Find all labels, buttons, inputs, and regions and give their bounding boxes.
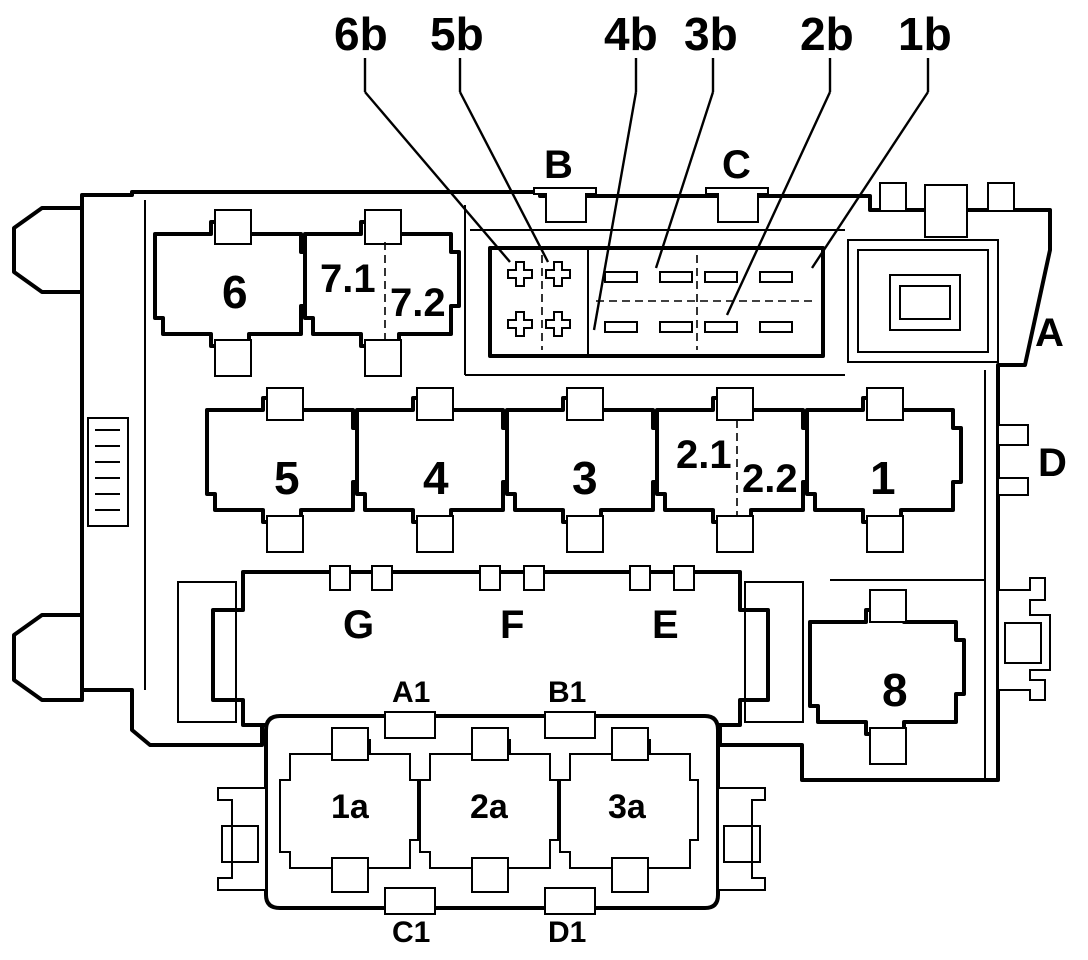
callout-leader-lines bbox=[363, 58, 930, 331]
callout-c1: C1 bbox=[392, 916, 430, 949]
callout-c: C bbox=[722, 143, 751, 187]
relay-label-6: 6 bbox=[222, 266, 248, 318]
relay-1 bbox=[805, 387, 963, 553]
relay-label-3a: 3a bbox=[608, 788, 647, 826]
callout-b1: B1 bbox=[548, 676, 586, 709]
callout-1b: 1b bbox=[898, 8, 952, 60]
top-clip-b bbox=[533, 187, 597, 223]
relay-1a bbox=[279, 727, 419, 893]
callout-f: F bbox=[500, 603, 524, 647]
lower-connector-block bbox=[211, 570, 770, 727]
callout-d: D bbox=[1038, 441, 1067, 485]
relay-label-8: 8 bbox=[882, 664, 908, 716]
relay-label-2-2: 2.2 bbox=[742, 457, 798, 501]
callout-a1: A1 bbox=[392, 676, 430, 709]
relay-6 bbox=[153, 209, 311, 377]
bottom-relay-carrier bbox=[264, 714, 720, 910]
relay-label-5: 5 bbox=[274, 452, 300, 504]
relay-2a bbox=[419, 727, 559, 893]
relay-label-4: 4 bbox=[423, 452, 449, 504]
callout-3b: 3b bbox=[684, 8, 738, 60]
relay-label-3: 3 bbox=[572, 452, 598, 504]
right-connector-lower bbox=[997, 577, 1051, 701]
relay-3a bbox=[559, 727, 699, 893]
relay-label-7-2: 7.2 bbox=[390, 281, 446, 325]
relay-label-1a: 1a bbox=[331, 788, 370, 826]
top-clip-c bbox=[705, 187, 769, 223]
top-right-latch bbox=[924, 184, 968, 238]
callout-a: A bbox=[1035, 311, 1064, 355]
right-clip-d bbox=[997, 424, 1029, 496]
callout-4b: 4b bbox=[604, 8, 658, 60]
relay-5 bbox=[205, 387, 363, 553]
blade-fuse-group bbox=[604, 271, 793, 333]
callout-e: E bbox=[652, 603, 679, 647]
right-connector-housing bbox=[847, 239, 999, 363]
mini-fuse-cross-group bbox=[507, 261, 571, 337]
relay-label-7-1: 7.1 bbox=[320, 257, 376, 301]
left-connector-top bbox=[12, 206, 84, 294]
relay-2 bbox=[655, 387, 813, 553]
relay-4 bbox=[355, 387, 513, 553]
relay-label-2-1: 2.1 bbox=[676, 433, 732, 477]
relay-8 bbox=[808, 589, 966, 765]
relay-label-1: 1 bbox=[870, 452, 896, 504]
relay-label-2a: 2a bbox=[470, 788, 509, 826]
relay-7 bbox=[303, 209, 461, 377]
relay-3 bbox=[505, 387, 663, 553]
lower-block-clips bbox=[329, 565, 695, 591]
left-connector-bottom bbox=[12, 613, 84, 702]
callout-5b: 5b bbox=[430, 8, 484, 60]
left-side-clip bbox=[87, 417, 129, 527]
callout-g: G bbox=[343, 603, 374, 647]
callout-d1: D1 bbox=[548, 916, 586, 949]
callout-6b: 6b bbox=[334, 8, 388, 60]
callout-b: B bbox=[544, 143, 573, 187]
callout-2b: 2b bbox=[800, 8, 854, 60]
